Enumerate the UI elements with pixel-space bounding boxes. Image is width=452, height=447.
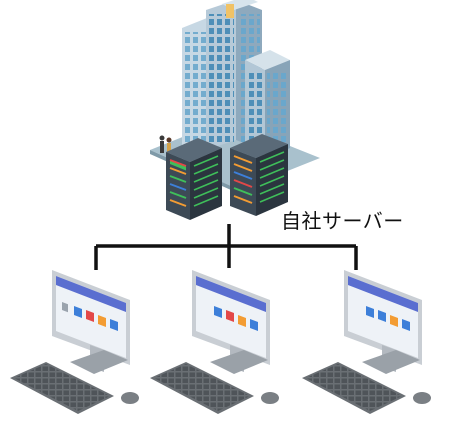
mouse-icon bbox=[121, 392, 139, 404]
computer-3 bbox=[302, 270, 431, 414]
desktop-computer-icon bbox=[52, 270, 130, 374]
keyboard-icon bbox=[10, 362, 114, 414]
server-label: 自社サーバー bbox=[281, 209, 404, 233]
network-connector bbox=[94, 224, 358, 270]
computer-1 bbox=[10, 270, 139, 414]
mouse-icon bbox=[413, 392, 431, 404]
people-icon bbox=[159, 135, 172, 153]
mouse-icon bbox=[261, 392, 279, 404]
server-rack-icon bbox=[166, 134, 288, 220]
keyboard-icon bbox=[150, 362, 254, 414]
office-building-icon bbox=[150, 0, 320, 194]
keyboard-icon bbox=[302, 362, 406, 414]
computer-2 bbox=[150, 270, 279, 414]
desktop-computer-icon bbox=[344, 270, 422, 374]
desktop-computer-icon bbox=[192, 270, 270, 374]
